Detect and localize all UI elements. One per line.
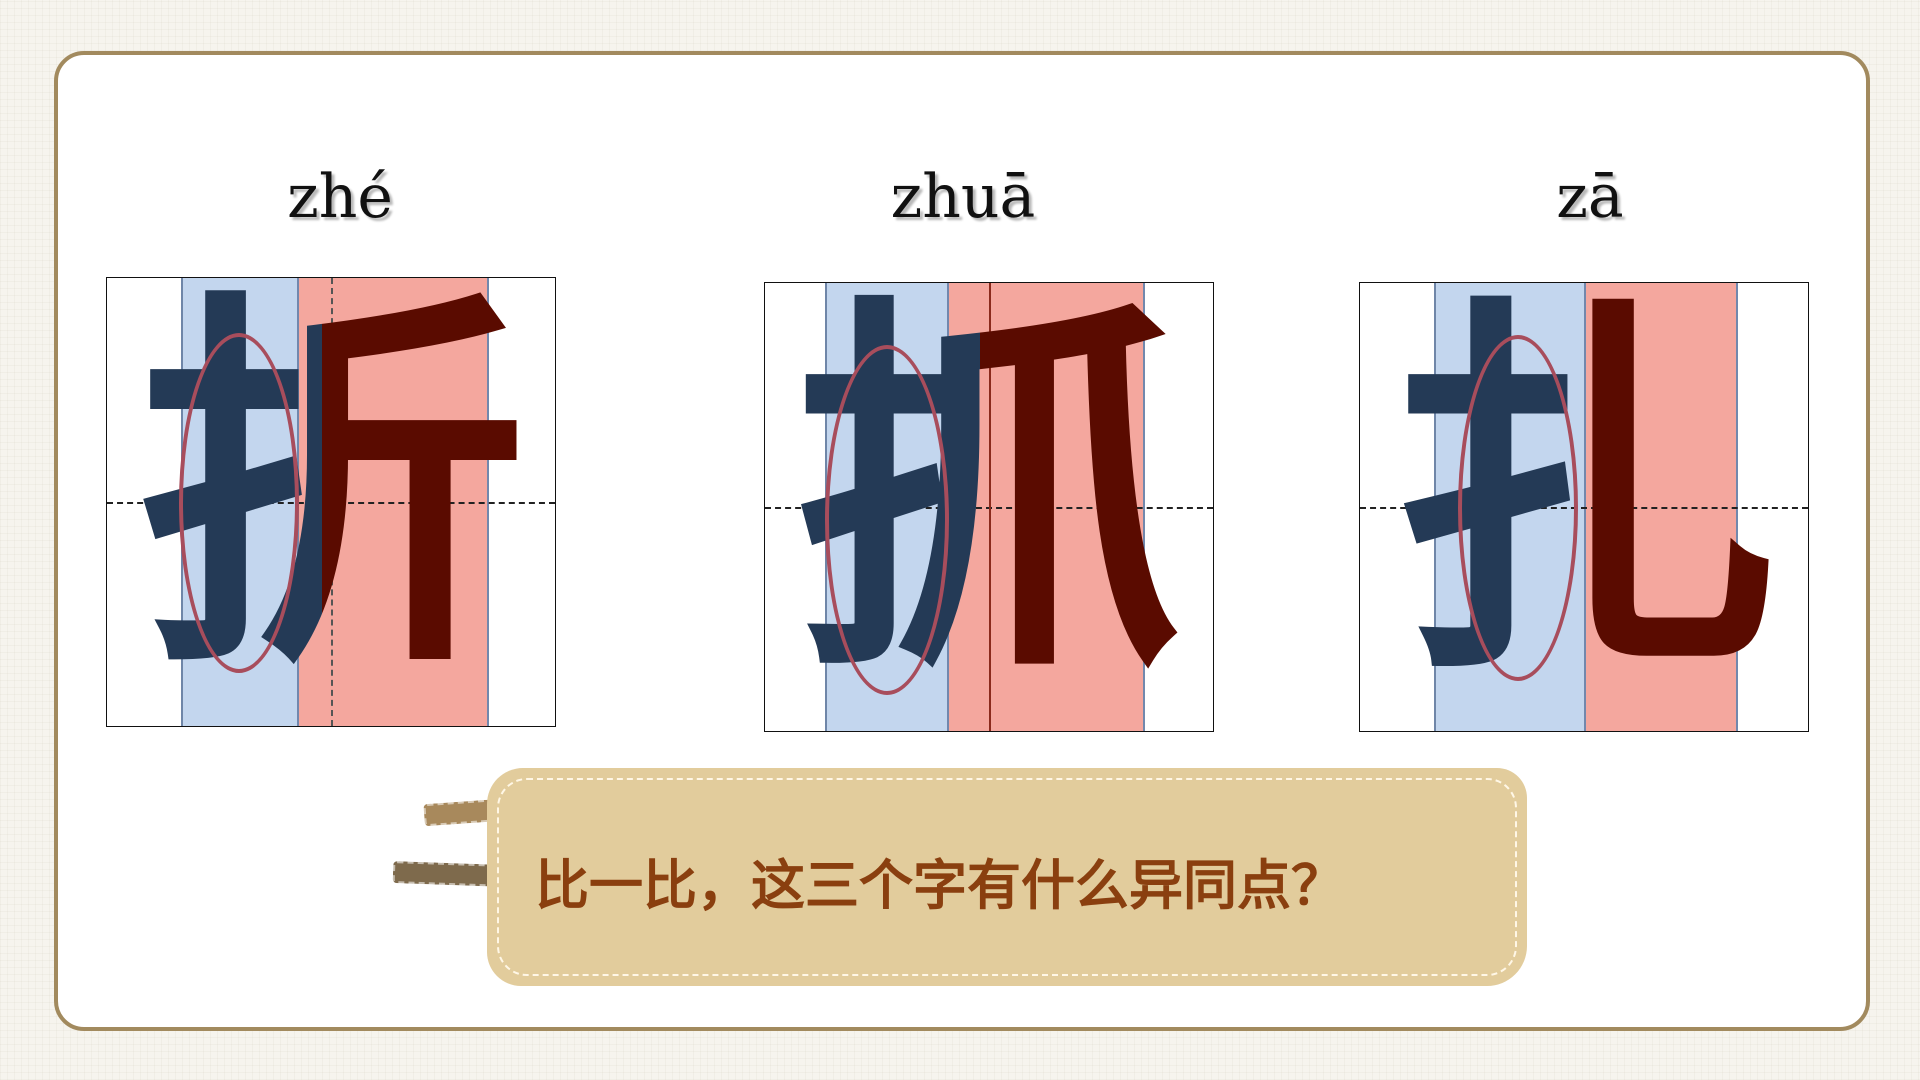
char-grid-za: 扎 <box>1359 282 1809 732</box>
radical-circle <box>1458 335 1578 681</box>
note-stitch-border <box>497 778 1517 976</box>
grid-vertical-centerline <box>331 278 333 726</box>
radical-circle <box>179 333 299 673</box>
char-grid-zhe: 折 <box>106 277 556 727</box>
char-grid-zhua: 抓 <box>764 282 1214 732</box>
pinyin-zhe: zhé <box>287 162 393 232</box>
grid-vertical-centerline <box>989 283 991 731</box>
grid-horizontal-centerline <box>1360 507 1808 509</box>
pinyin-zhua: zhuā <box>890 162 1036 232</box>
question-note: 比一比，这三个字有什么异同点？ <box>487 768 1527 986</box>
question-text: 比一比，这三个字有什么异同点？ <box>535 854 1345 917</box>
character-za: 扎 <box>1360 283 1808 719</box>
pinyin-za: zā <box>1556 162 1624 232</box>
character-zhe: 折 <box>107 278 555 714</box>
radical-circle <box>825 345 949 695</box>
